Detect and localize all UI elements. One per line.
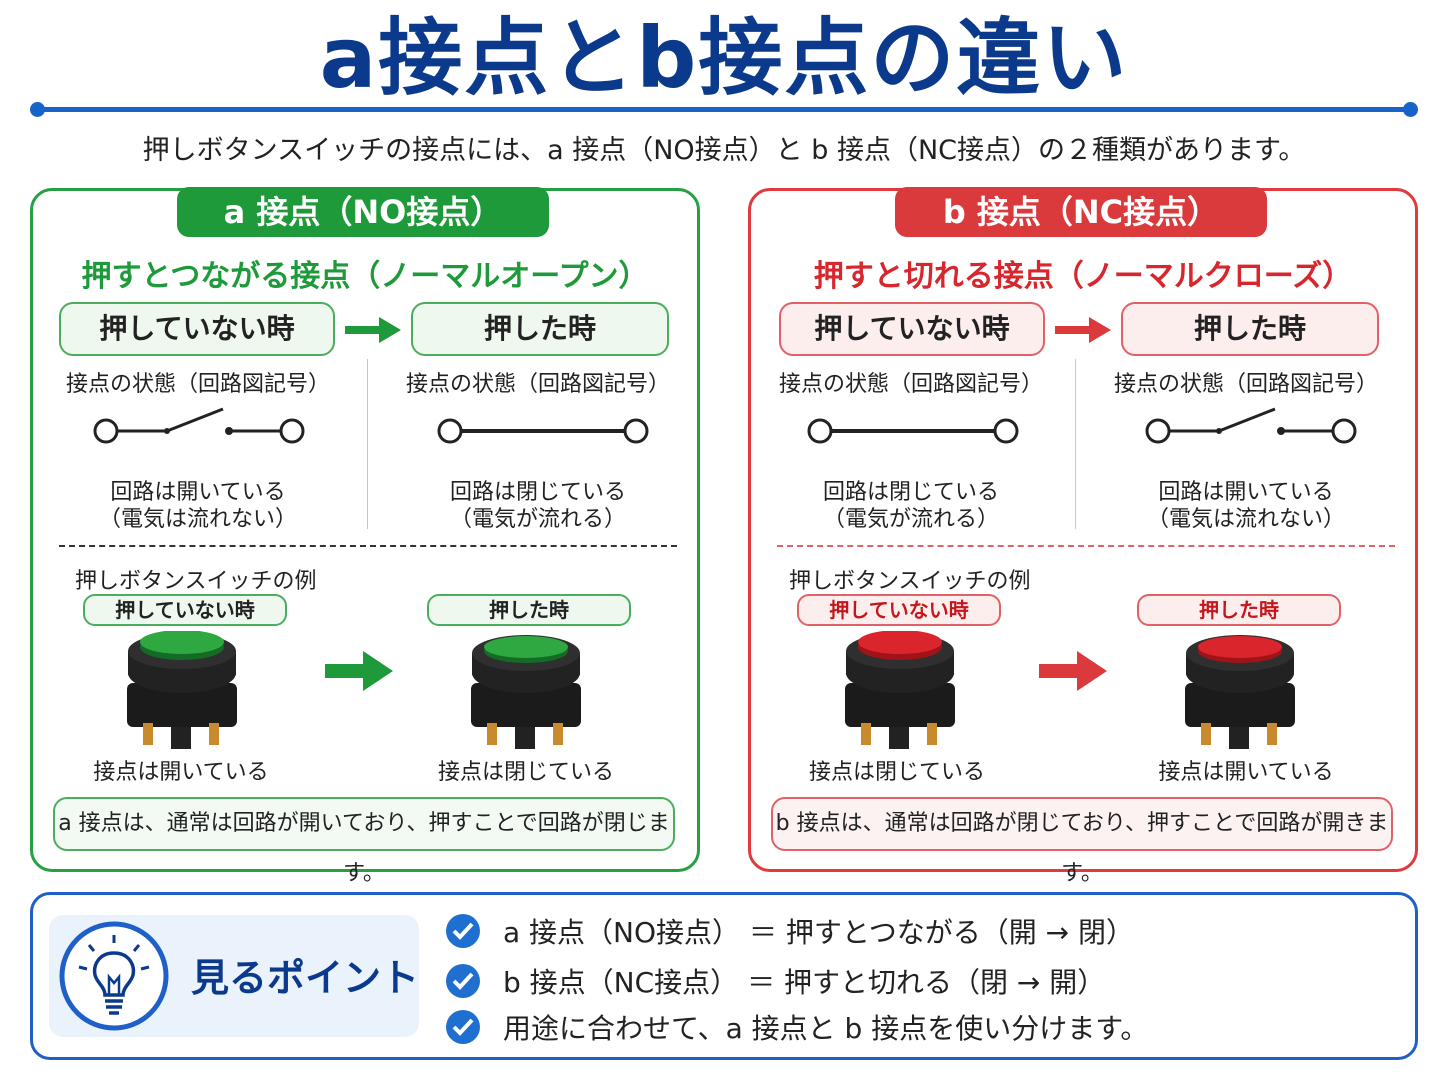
symbol-label-left: 接点の状態（回路図記号） [778,372,1043,397]
check-icon [446,914,480,948]
b-contact-tab: b 接点（NC接点） [895,187,1267,237]
right-state-desc-1: 回路は開いている [1158,480,1334,505]
key-point-item: a 接点（NO接点） ＝ 押すとつながる（開 → 閉） [445,911,1134,951]
state-pressed-label: 押した時 [411,302,669,356]
check-icon [446,1010,480,1044]
example-label: 押しボタンスイッチの例 [75,569,317,594]
left-state-desc-1: 回路は開いている [110,480,286,505]
subtitle: 押しボタンスイッチの接点には、a 接点（NO接点）と b 接点（NC接点）の２種… [142,135,1306,166]
right-state-desc-2: （電気が流れる） [449,507,626,532]
closed-switch-icon [437,418,649,444]
key-point-item: 用途に合わせて、a 接点と b 接点を使い分けます。 [445,1007,1148,1047]
page-title: a接点とb接点の違い [319,9,1129,107]
key-point-item: b 接点（NC接点） ＝ 押すと切れる（閉 → 開） [445,961,1105,1001]
closed-switch-icon [807,418,1019,444]
arrow-right-icon [1055,317,1111,343]
column-divider [1075,359,1076,529]
push-button-icon [471,635,581,749]
pill-unpressed: 押していない時 [797,594,1001,626]
key-point-text: a 接点（NO接点） ＝ 押すとつながる（開 → 閉） [503,916,1134,949]
key-point-text: b 接点（NC接点） ＝ 押すと切れる（閉 → 開） [503,966,1106,999]
arrow-right-icon [325,651,393,691]
left-state-desc-2: （電気は流れない） [98,507,297,532]
a-contact-heading: 押すとつながる接点（ノーマルオープン） [81,259,649,294]
state-unpressed-label: 押していない時 [779,302,1045,356]
arrow-right-icon [1039,651,1107,691]
state-pressed-label: 押した時 [1121,302,1379,356]
left-state-desc-2: （電気が流れる） [822,507,999,532]
push-button-icon [1185,635,1295,749]
column-divider [367,359,368,529]
pill-unpressed: 押していない時 [83,594,287,626]
example-label: 押しボタンスイッチの例 [789,569,1031,594]
a-contact-tab: a 接点（NO接点） [177,187,549,237]
section-divider [59,545,677,547]
key-point-text: 用途に合わせて、a 接点と b 接点を使い分けます。 [503,1012,1149,1045]
push-button-icon [127,631,237,749]
button-right-caption: 接点は開いている [1158,760,1334,785]
light-bulb-icon [59,921,169,1031]
right-state-desc-2: （電気は流れない） [1146,507,1345,532]
button-left-caption: 接点は開いている [93,760,269,785]
title-rule [36,107,1412,112]
key-points-box: 見るポイント a 接点（NO接点） ＝ 押すとつながる（開 → 閉） b 接点（… [30,892,1418,1060]
open-switch-icon [1145,407,1357,444]
symbol-label-left: 接点の状態（回路図記号） [65,372,330,397]
check-icon [446,964,480,998]
key-points-header: 見るポイント [49,915,419,1037]
button-right-caption: 接点は閉じている [437,760,614,785]
button-left-caption: 接点は閉じている [808,760,985,785]
push-button-icon [845,631,955,749]
a-contact-panel: a 接点（NO接点） 押すとつながる接点（ノーマルオープン） 押していない時 押… [30,187,700,886]
symbol-label-right: 接点の状態（回路図記号） [405,372,670,397]
right-state-desc-1: 回路は閉じている [449,480,626,505]
key-points-title: 見るポイント [191,956,420,1000]
state-unpressed-label: 押していない時 [59,302,335,356]
a-contact-note: a 接点は、通常は回路が開いており、押すことで回路が閉じます。 [53,797,675,886]
b-contact-note: b 接点は、通常は回路が閉じており、押すことで回路が開きます。 [771,797,1393,886]
pill-pressed: 押した時 [1137,594,1341,626]
left-state-desc-1: 回路は閉じている [822,480,999,505]
b-contact-panel: b 接点（NC接点） 押すと切れる接点（ノーマルクローズ） 押していない時 押し… [748,187,1418,886]
pill-pressed: 押した時 [427,594,631,626]
arrow-right-icon [345,317,401,343]
section-divider [777,545,1395,547]
open-switch-icon [93,407,305,444]
symbol-label-right: 接点の状態（回路図記号） [1113,372,1378,397]
b-contact-heading: 押すと切れる接点（ノーマルクローズ） [813,259,1353,294]
title-rule-dot-right [1403,102,1418,117]
